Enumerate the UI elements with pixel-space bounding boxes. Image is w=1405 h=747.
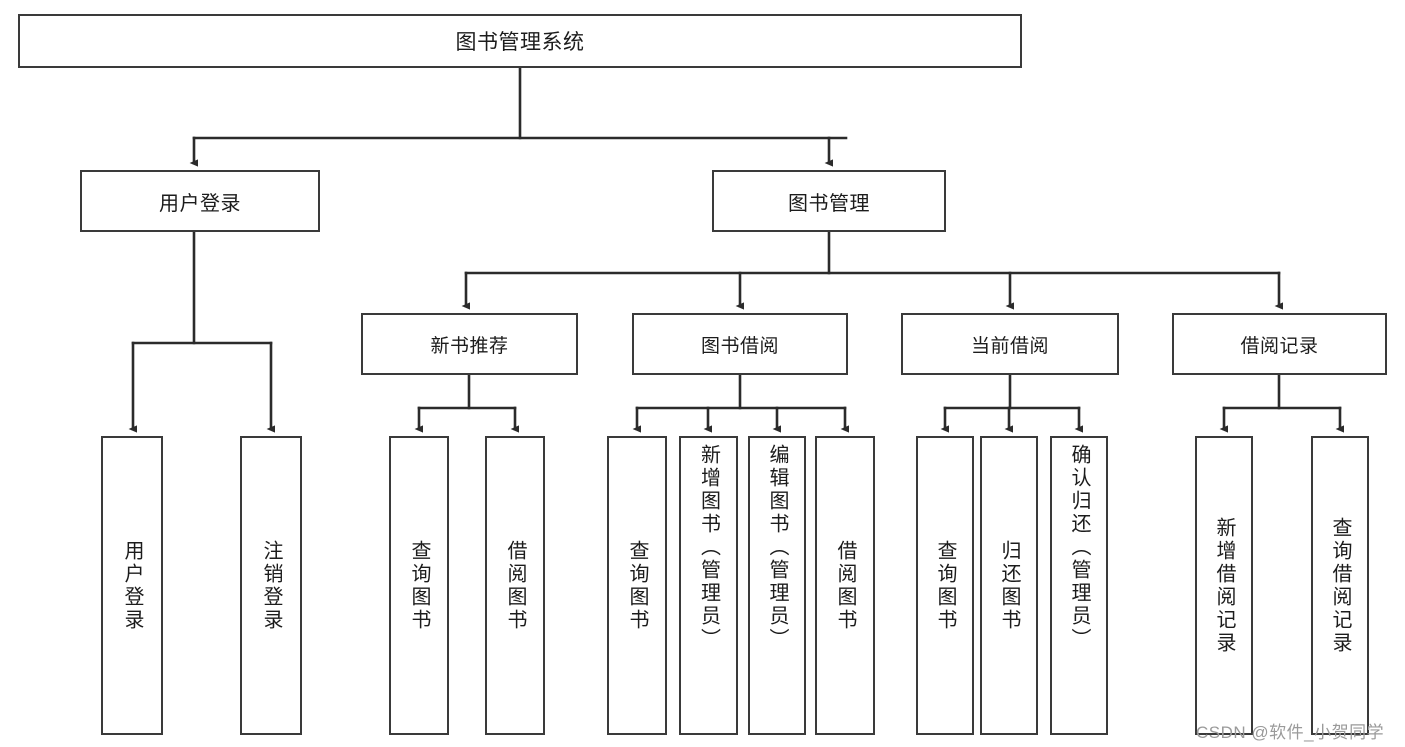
- csdn-watermark: CSDN @软件_小贺同学: [1196, 723, 1385, 742]
- node-leaf-edit-book-label: 编辑图书（管理员）: [766, 444, 788, 651]
- node-borrow-record-label: 借阅记录: [1240, 335, 1319, 357]
- node-leaf-query-book-3[interactable]: 查询图书: [916, 436, 974, 735]
- node-leaf-query-book-1-label: 查询图书: [408, 539, 430, 632]
- node-leaf-query-book-2[interactable]: 查询图书: [607, 436, 667, 735]
- node-current-borrow[interactable]: 当前借阅: [901, 313, 1119, 375]
- node-borrow-record[interactable]: 借阅记录: [1172, 313, 1387, 375]
- node-leaf-add-record[interactable]: 新增借阅记录: [1195, 436, 1253, 735]
- node-leaf-add-record-label: 新增借阅记录: [1213, 516, 1235, 655]
- node-leaf-user-login[interactable]: 用户登录: [101, 436, 163, 735]
- node-leaf-query-record-label: 查询借阅记录: [1329, 516, 1351, 655]
- node-leaf-add-book[interactable]: 新增图书（管理员）: [679, 436, 738, 735]
- node-leaf-borrow-book-1[interactable]: 借阅图书: [485, 436, 545, 735]
- node-leaf-logout[interactable]: 注销登录: [240, 436, 302, 735]
- node-leaf-return-book-label: 归还图书: [998, 539, 1020, 632]
- node-leaf-edit-book[interactable]: 编辑图书（管理员）: [748, 436, 806, 735]
- node-book-borrow-label: 图书借阅: [700, 335, 779, 357]
- node-leaf-query-book-2-label: 查询图书: [626, 539, 648, 632]
- node-book-manage[interactable]: 图书管理: [712, 170, 946, 232]
- node-book-manage-label: 图书管理: [788, 192, 870, 215]
- node-leaf-return-book[interactable]: 归还图书: [980, 436, 1038, 735]
- node-book-borrow[interactable]: 图书借阅: [632, 313, 848, 375]
- node-leaf-confirm-return-label: 确认归还（管理员）: [1068, 444, 1090, 651]
- node-user-login[interactable]: 用户登录: [80, 170, 320, 232]
- node-leaf-borrow-book-2[interactable]: 借阅图书: [815, 436, 875, 735]
- node-user-login-label: 用户登录: [159, 192, 241, 215]
- node-leaf-borrow-book-1-label: 借阅图书: [504, 539, 526, 632]
- node-leaf-user-login-label: 用户登录: [121, 539, 143, 632]
- node-root[interactable]: 图书管理系统: [18, 14, 1022, 68]
- node-leaf-query-book-1[interactable]: 查询图书: [389, 436, 449, 735]
- node-leaf-confirm-return[interactable]: 确认归还（管理员）: [1050, 436, 1108, 735]
- node-leaf-logout-label: 注销登录: [260, 539, 282, 632]
- node-root-label: 图书管理系统: [455, 31, 585, 54]
- node-new-book-rec-label: 新书推荐: [430, 335, 509, 357]
- node-current-borrow-label: 当前借阅: [970, 335, 1049, 357]
- node-leaf-add-book-label: 新增图书（管理员）: [697, 444, 720, 651]
- node-leaf-query-book-3-label: 查询图书: [934, 539, 956, 632]
- node-leaf-borrow-book-2-label: 借阅图书: [834, 539, 856, 632]
- node-new-book-rec[interactable]: 新书推荐: [361, 313, 578, 375]
- node-leaf-query-record[interactable]: 查询借阅记录: [1311, 436, 1369, 735]
